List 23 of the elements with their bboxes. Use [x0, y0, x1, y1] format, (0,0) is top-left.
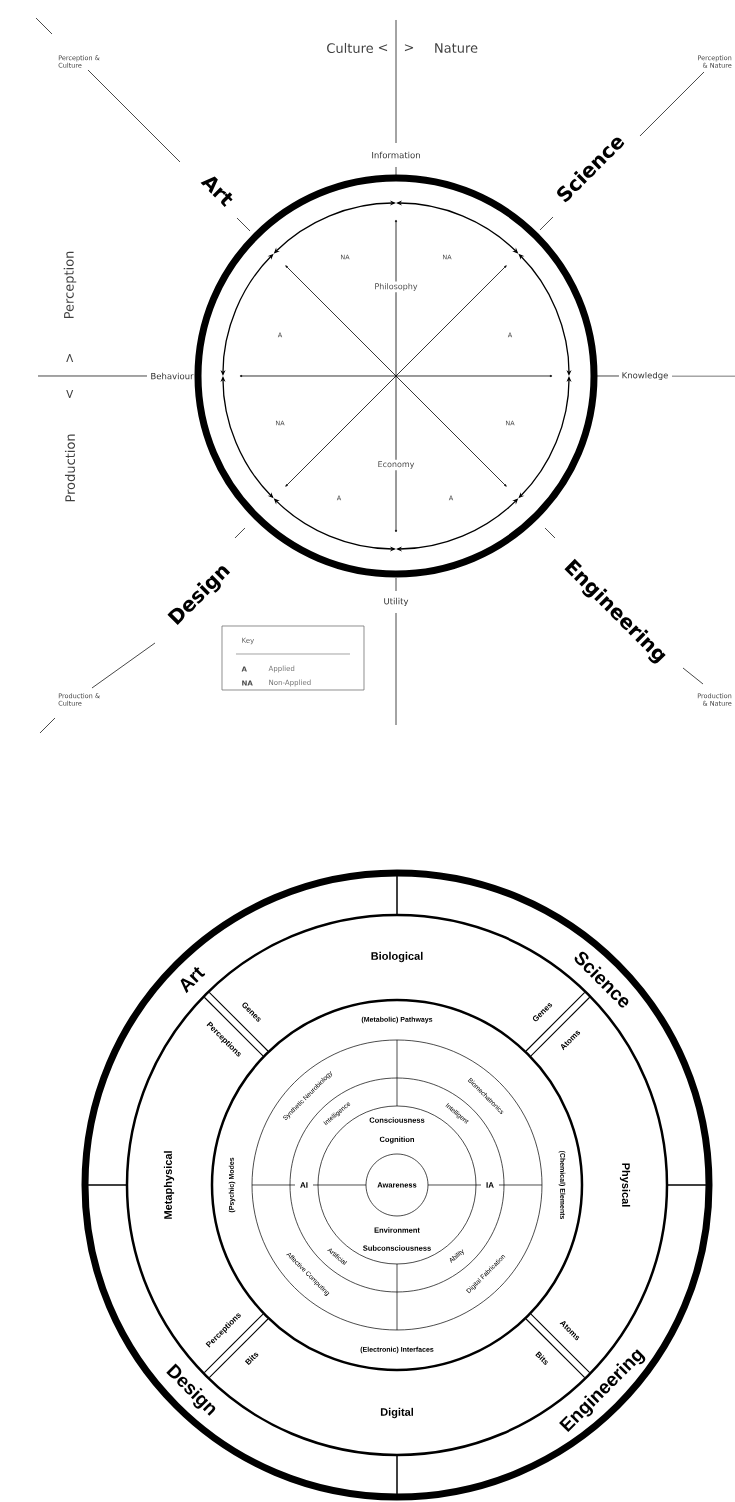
axis-label: Information — [372, 151, 420, 159]
axis-label: Knowledge — [622, 371, 668, 381]
ring-label: Digital — [380, 1407, 413, 1419]
discipline-label: Art — [200, 176, 233, 207]
axis-label: Behaviour — [151, 372, 194, 380]
field-label: Philosophy — [372, 281, 420, 293]
ring-label: IA — [486, 1182, 494, 1188]
ring-label: Physical — [619, 1163, 631, 1207]
axis-label: > — [404, 44, 414, 52]
axis-label: > — [66, 353, 74, 363]
discipline-label: Art — [180, 966, 206, 994]
axis-label: < — [378, 44, 388, 52]
axis-label: Utility — [384, 597, 409, 607]
field-label: Economy — [376, 459, 416, 471]
axis-label: Perception — [63, 251, 77, 319]
axis-label: < — [66, 389, 74, 399]
axis-label: Culture — [327, 42, 373, 54]
axis-label: Nature — [435, 43, 478, 53]
divider-label: Bits — [244, 1352, 259, 1366]
ring-label: Biological — [371, 951, 423, 963]
ring-label: Metaphysical — [163, 1151, 175, 1219]
ring-label: AI — [300, 1182, 308, 1188]
axis-label: Production — [64, 434, 76, 502]
